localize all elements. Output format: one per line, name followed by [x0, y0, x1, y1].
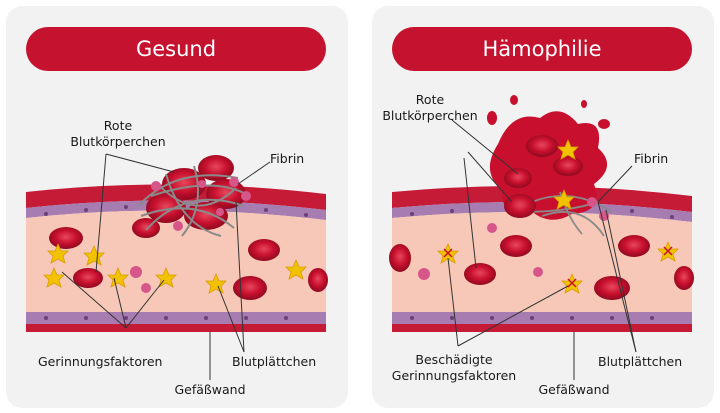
- leader-lines: [447, 119, 637, 380]
- red-blood-cell: [618, 235, 650, 257]
- healthy-vessel-illustration: [26, 153, 328, 380]
- label-platelets: Blutplättchen: [232, 354, 317, 369]
- label-clotting-factors: Gerinnungsfaktoren: [38, 354, 163, 369]
- red-blood-cell: [308, 268, 328, 292]
- hemophilia-title-pill: Hämophilie: [392, 27, 692, 71]
- platelets: [130, 191, 251, 293]
- label-red-cells: Rote Blutkörperchen: [70, 118, 166, 149]
- label-vessel-wall: Gefäßwand: [538, 382, 610, 397]
- bleeding-wound: [487, 95, 613, 237]
- red-blood-cell: [389, 244, 411, 272]
- red-blood-cell: [49, 227, 83, 249]
- label-fibrin: Fibrin: [634, 151, 669, 166]
- red-blood-cell: [674, 266, 694, 290]
- clotting-factors: [43, 242, 307, 294]
- vessel-lumen: [392, 211, 692, 312]
- hemophilia-panel: Hämophilie: [372, 6, 714, 408]
- vessel-wall-bottom: [26, 312, 326, 324]
- red-blood-cell: [504, 194, 536, 218]
- label-vessel-wall: Gefäßwand: [174, 382, 246, 397]
- fibrin-mesh: [137, 165, 247, 237]
- red-blood-cell: [233, 276, 267, 300]
- label-platelets: Blutplättchen: [598, 354, 683, 369]
- leader-lines: [61, 153, 271, 380]
- healthy-title-pill: Gesund: [26, 27, 326, 71]
- blood-clot: [132, 155, 247, 238]
- label-red-cells: Rote Blutkörperchen: [382, 92, 478, 123]
- damage-marks: [443, 246, 673, 288]
- red-blood-cell: [464, 263, 496, 285]
- red-blood-cell: [73, 268, 103, 288]
- hemophilia-vessel-illustration: [389, 95, 694, 380]
- red-blood-cell: [248, 239, 280, 261]
- label-damaged-clotting-factors: Beschädigte Gerinnungsfaktoren: [391, 352, 517, 383]
- healthy-panel: Gesund: [6, 6, 348, 408]
- vessel-wall-bottom: [392, 312, 692, 324]
- label-fibrin: Fibrin: [270, 151, 305, 166]
- platelets: [418, 197, 609, 280]
- red-blood-cell: [500, 235, 532, 257]
